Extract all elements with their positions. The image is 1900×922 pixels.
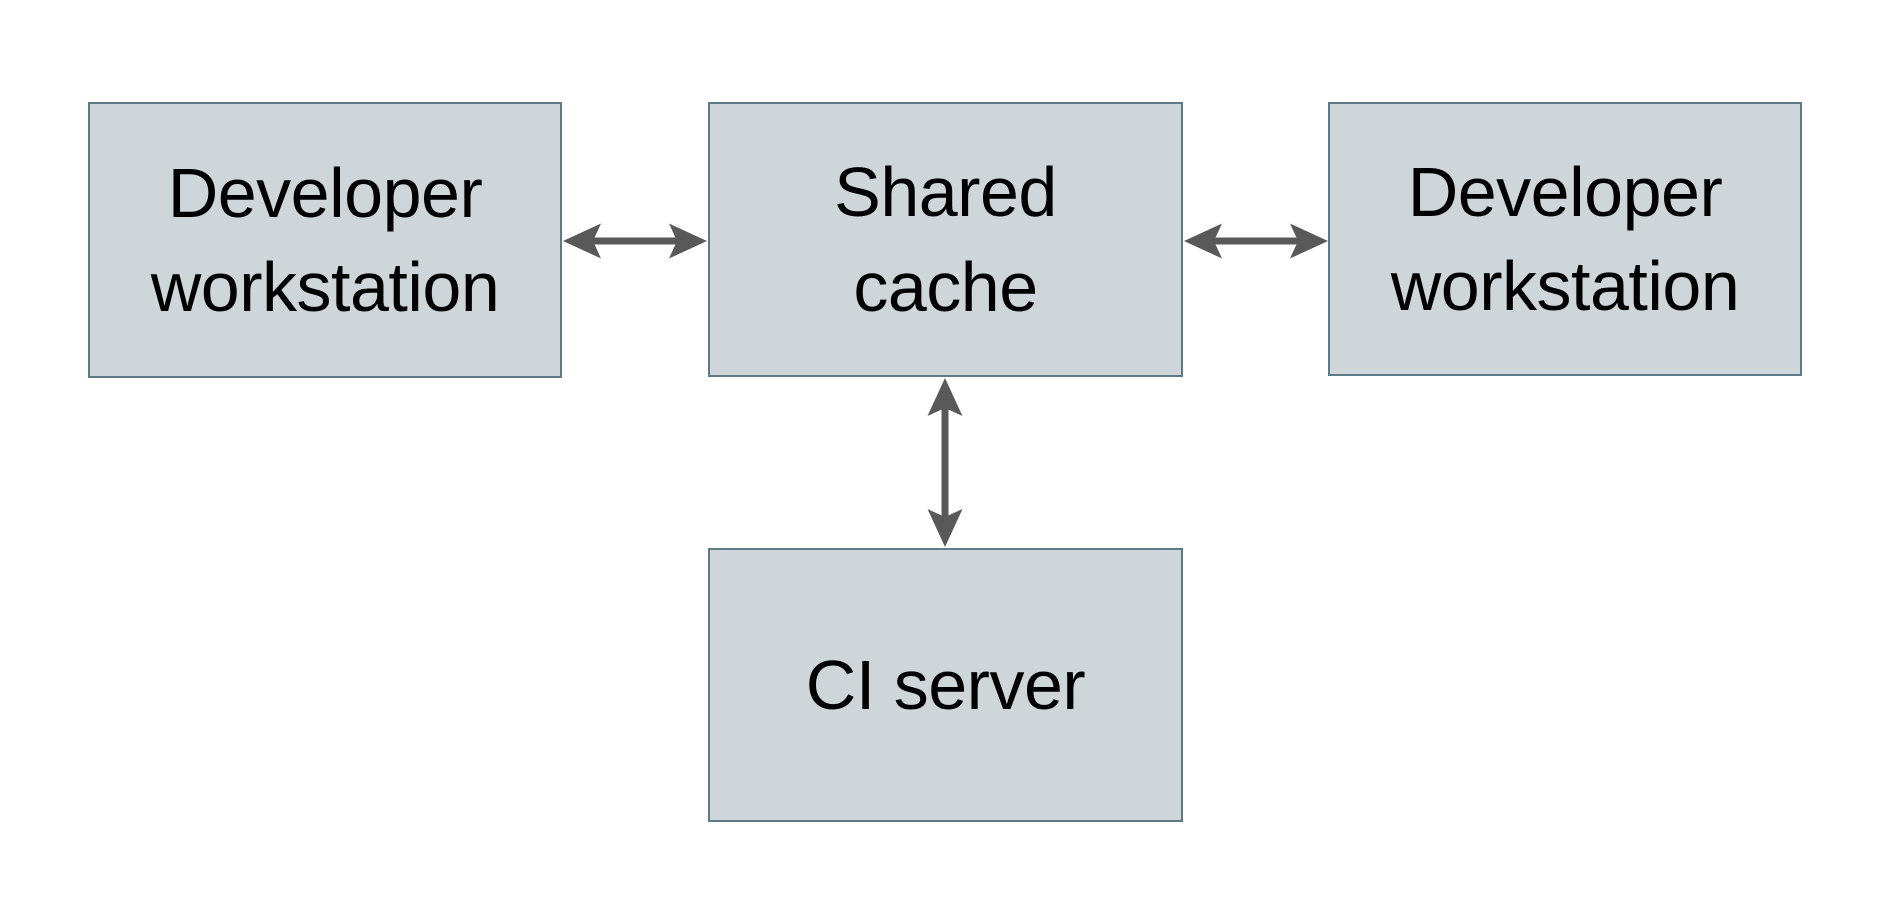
node-developer-workstation-right: Developer workstation xyxy=(1328,102,1802,376)
node-developer-workstation-left: Developer workstation xyxy=(88,102,562,378)
node-label-shared-cache: Shared cache xyxy=(834,153,1057,326)
node-label-developer-workstation-right: Developer workstation xyxy=(1390,152,1740,326)
bidirectional-arrow-icon-cache-devright xyxy=(1184,223,1328,259)
bidirectional-arrow-icon-cache-ciserver xyxy=(927,378,963,547)
node-ci-server: CI server xyxy=(708,548,1183,822)
node-label-developer-workstation-left: Developer workstation xyxy=(150,153,500,327)
node-label-ci-server: CI server xyxy=(805,645,1086,724)
bidirectional-arrow-icon-devleft-cache xyxy=(563,223,707,259)
node-shared-cache: Shared cache xyxy=(708,102,1183,377)
